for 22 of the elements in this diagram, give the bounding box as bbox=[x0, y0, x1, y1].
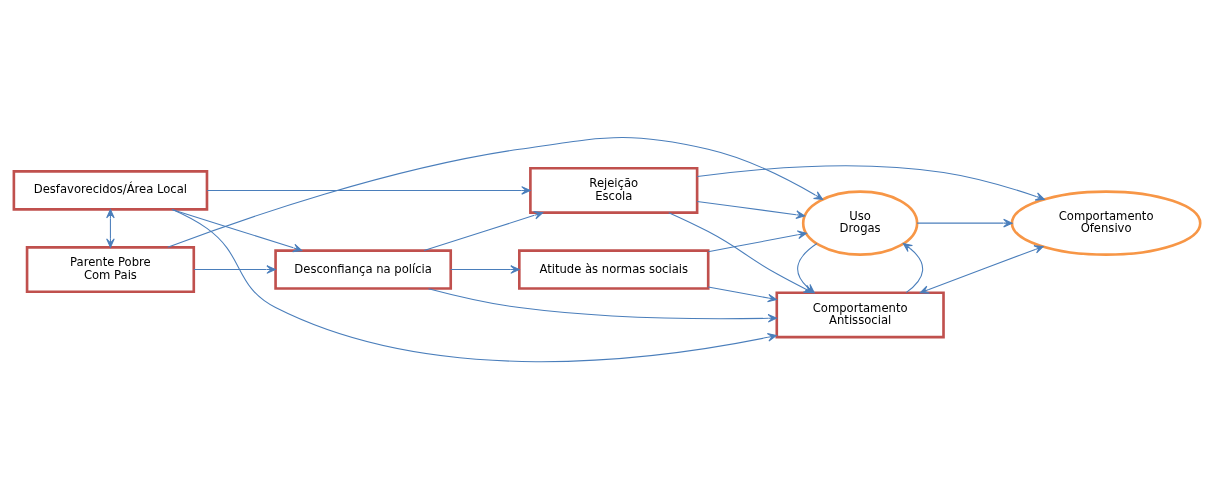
node-box: Desconfiança na polícia bbox=[274, 248, 453, 290]
node-box: Rejeição Escola bbox=[529, 166, 699, 214]
arrow bbox=[206, 185, 531, 195]
arrow bbox=[919, 244, 1044, 294]
arrow bbox=[428, 287, 778, 323]
arrow bbox=[167, 136, 824, 248]
arrow bbox=[171, 208, 777, 362]
arrow bbox=[450, 264, 520, 274]
node-box: Atitude às normas sociais bbox=[518, 248, 710, 290]
node-box: Parente Pobre Com Pais bbox=[25, 245, 196, 293]
arrow bbox=[106, 208, 115, 248]
arrow bbox=[193, 264, 276, 274]
arrow bbox=[707, 229, 807, 252]
arrow bbox=[707, 285, 778, 302]
arrow bbox=[696, 200, 806, 219]
arrow bbox=[423, 210, 544, 251]
arrow bbox=[171, 208, 303, 252]
arrow bbox=[696, 164, 1045, 201]
node-box: Desfavorecidos/Área Local bbox=[12, 169, 209, 211]
arrow bbox=[902, 242, 924, 293]
node-box: Comportamento Antissocial bbox=[775, 290, 945, 338]
arrow bbox=[916, 218, 1013, 227]
